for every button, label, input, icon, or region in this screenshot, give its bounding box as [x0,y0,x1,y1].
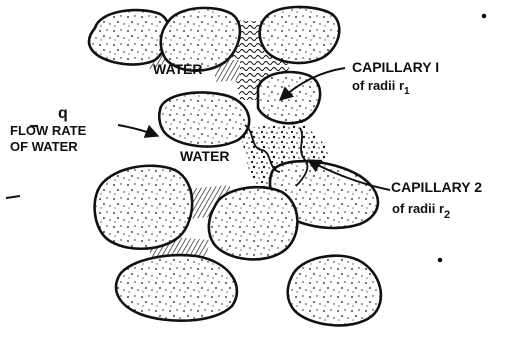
capillary-1-radius: of radii r1 [352,78,410,97]
water-label-middle: WATER [180,148,230,164]
flow-rate-label-line2: OF WATER [10,139,78,154]
capillary-1-radius-text: of radii r [352,78,404,93]
capillary-2-title: CAPILLARY 2 [391,179,482,195]
grain-large-left [95,166,193,249]
capillary-2-radius-text: of radii r [392,201,444,216]
flow-rate-label-line1: FLOW RATE [10,123,87,138]
capillary-2-subscript: 2 [444,209,450,221]
capillary-1-subscript: 1 [404,86,410,97]
flow-arrow [118,125,158,136]
water-label-top: WATER [153,61,203,77]
grain-bottom-left [116,255,237,321]
capillary-2-radius: of radii r2 [392,201,450,221]
q-label: q [58,105,68,122]
grain-bottom-right [288,256,381,326]
grain-center-bottom [209,187,298,259]
grain-top-left [89,10,169,64]
grain-mid-left [159,92,249,146]
capillary-1-title: CAPILLARY I [352,59,439,75]
grain-top-right [260,7,340,63]
